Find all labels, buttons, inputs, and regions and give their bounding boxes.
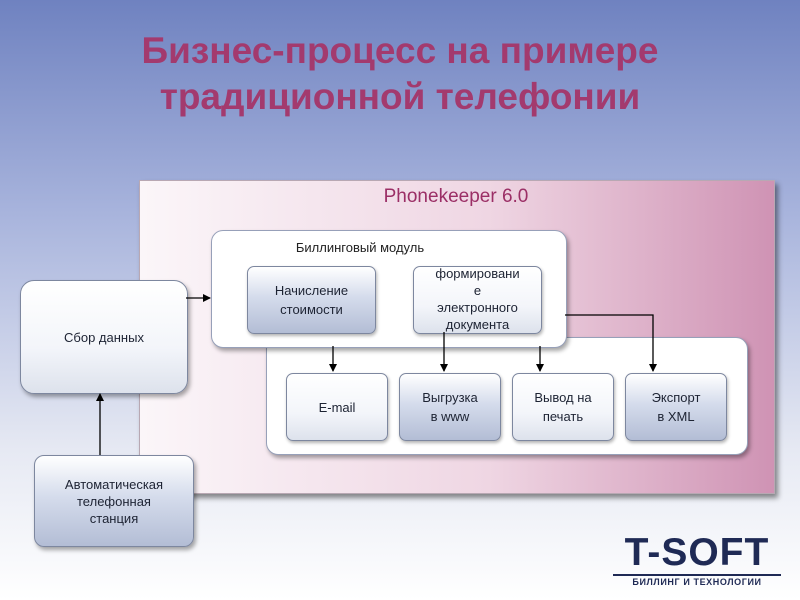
export-xml-box: Экспорт в XML bbox=[625, 373, 727, 441]
arrow-to-export bbox=[565, 314, 657, 372]
title-line-1: Бизнес-процесс на примере bbox=[141, 30, 659, 71]
doc-forming-line-2: е bbox=[473, 283, 482, 298]
document-forming-box: формировани е электронного документа bbox=[413, 266, 542, 334]
email-label: E-mail bbox=[318, 399, 356, 415]
doc-forming-line-3: электронного bbox=[437, 300, 518, 315]
print-box: Вывод на печать bbox=[512, 373, 614, 441]
slide-title: Бизнес-процесс на примере традиционной т… bbox=[0, 28, 800, 120]
ats-line-1: Автоматическая bbox=[64, 476, 164, 492]
panel-title: Phonekeeper 6.0 bbox=[383, 186, 529, 207]
upload-line-2: в www bbox=[430, 409, 470, 424]
logo-tagline: БИЛЛИНГ И ТЕХНОЛОГИИ bbox=[613, 574, 781, 587]
ats-box: Автоматическая телефонная станция bbox=[34, 455, 194, 547]
tsoft-logo: T-SOFT БИЛЛИНГ И ТЕХНОЛОГИИ bbox=[613, 531, 781, 587]
export-line-2: в XML bbox=[657, 409, 695, 424]
ats-line-3: станция bbox=[89, 510, 139, 526]
logo-name: T-SOFT bbox=[624, 531, 770, 574]
doc-forming-line-1: формировани bbox=[435, 266, 520, 281]
title-line-2: традиционной телефонии bbox=[159, 76, 641, 117]
charging-box: Начисление стоимости bbox=[247, 266, 376, 334]
doc-forming-line-4: документа bbox=[445, 317, 510, 332]
billing-module-label: Биллинговый модуль bbox=[295, 240, 425, 255]
email-box: E-mail bbox=[286, 373, 388, 441]
data-collection-box: Сбор данных bbox=[20, 280, 188, 394]
charging-line-1: Начисление bbox=[274, 283, 349, 298]
upload-line-1: Выгрузка bbox=[422, 390, 478, 405]
upload-www-box: Выгрузка в www bbox=[399, 373, 501, 441]
charging-line-2: стоимости bbox=[280, 302, 343, 317]
ats-line-2: телефонная bbox=[77, 493, 151, 509]
print-line-2: печать bbox=[542, 409, 584, 424]
data-collection-label: Сбор данных bbox=[64, 329, 144, 345]
export-line-1: Экспорт bbox=[651, 390, 701, 405]
print-line-1: Вывод на bbox=[534, 390, 592, 405]
